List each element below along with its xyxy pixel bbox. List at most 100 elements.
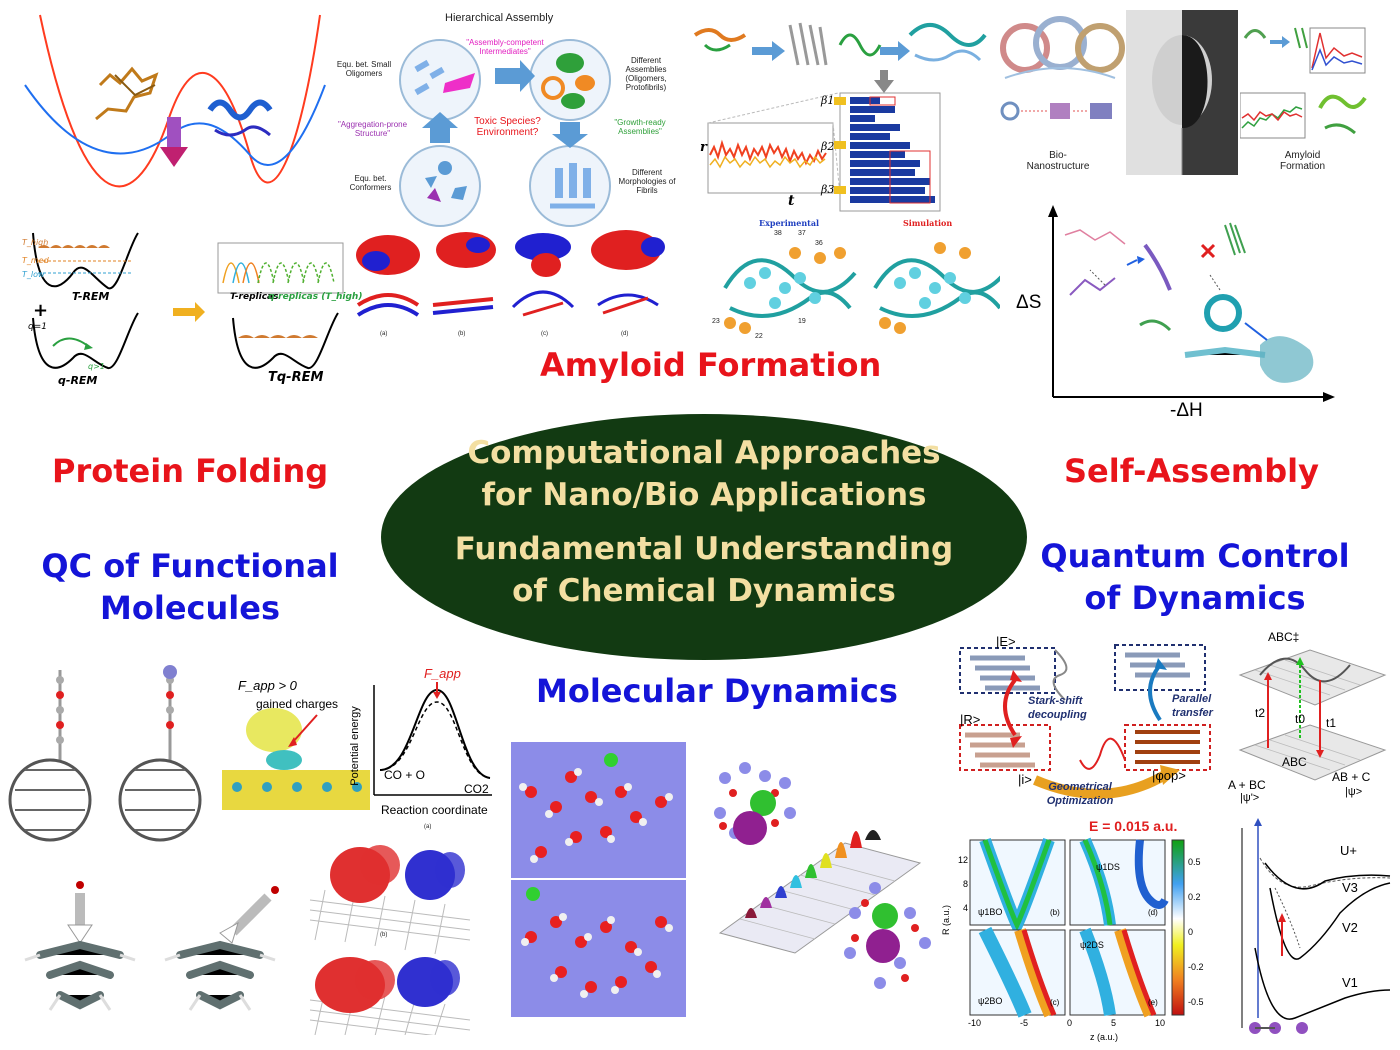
potential-curves-figure xyxy=(1241,818,1391,1034)
md-traj-r: r xyxy=(700,140,707,155)
fapp-peak-label: F_app xyxy=(424,666,461,681)
md-trajectory-figure xyxy=(693,22,987,212)
state-R: |R> xyxy=(960,712,981,727)
surface-charge-figure xyxy=(222,708,370,810)
exp-n23: 23 xyxy=(712,318,720,325)
rem-t-replicas: T-replicas xyxy=(230,292,279,302)
gained-charges-label: gained charges xyxy=(256,697,339,711)
cb-tick-3: -0.2 xyxy=(1188,962,1204,972)
pe-axis-label: Potential energy xyxy=(349,706,361,786)
hier-morphologies: Different Morphologies of Fibrils xyxy=(618,168,676,195)
stark-label: Stark-shift decoupling xyxy=(1028,695,1087,721)
ab-c-label: AB + C xyxy=(1332,770,1371,784)
rem-plus: + xyxy=(33,300,49,321)
z-tick-3: 5 xyxy=(1110,1018,1116,1028)
psi-prime-label: |ψ'> xyxy=(1240,792,1260,804)
protein-a xyxy=(356,235,420,317)
protein-d xyxy=(591,230,665,315)
t2-label: t2 xyxy=(1255,706,1266,720)
water-cluster-panels xyxy=(511,742,686,1017)
hier-toxic: Toxic Species? Environment? xyxy=(474,116,541,138)
hier-growth-ready: "Growth-ready Assemblies" xyxy=(614,118,666,136)
center-line-4: of Chemical Dynamics xyxy=(512,573,896,609)
co-label: CO + O xyxy=(384,768,426,782)
label-self-assembly: Self-Assembly xyxy=(1064,452,1319,490)
abc-top: ABC‡ xyxy=(1268,630,1300,644)
exp-n19: 19 xyxy=(798,318,806,325)
label-molecular-dynamics: Molecular Dynamics xyxy=(536,672,898,710)
md-traj-t: t xyxy=(788,193,795,209)
rem-q-rem: q-REM xyxy=(58,374,98,387)
md-traj-b2: β2 xyxy=(821,140,835,153)
hier-diagram xyxy=(399,39,611,227)
exp-n22: 22 xyxy=(755,333,763,340)
r-tick-1: 8 xyxy=(962,879,968,889)
center-ellipse: Computational Approaches for Nano/Bio Ap… xyxy=(381,414,1027,660)
u-plus-label: U+ xyxy=(1340,843,1357,858)
orbital-b-label: (b) xyxy=(380,932,388,938)
r-ticks: 12 8 4 xyxy=(952,848,968,920)
r-tick-0: 12 xyxy=(957,855,968,865)
protein-c xyxy=(511,233,575,317)
rem-q-gt1: q>1 xyxy=(88,362,105,371)
exp-n37: 37 xyxy=(798,230,806,237)
protein-panels xyxy=(356,230,665,317)
panel-c-label: (c) xyxy=(1050,998,1060,1007)
label-protein-folding: Protein Folding xyxy=(52,452,329,490)
state-phi-op: |φop> xyxy=(1152,768,1186,783)
label-amyloid-formation: Amyloid Formation xyxy=(540,346,882,384)
sim-label: Simulation xyxy=(903,218,953,228)
t0-label: t0 xyxy=(1295,712,1306,726)
v3-label: V3 xyxy=(1342,880,1358,895)
rem-t-high: T_high xyxy=(22,238,49,247)
pe-a-label: (a) xyxy=(424,824,432,830)
protein-label-c: (c) xyxy=(541,331,548,337)
psi2ds-label: ψ2DS xyxy=(1080,940,1104,950)
orbital-panels xyxy=(305,830,475,1035)
z-tick-1: -5 xyxy=(1019,1018,1028,1028)
ds-dh-plot xyxy=(1048,205,1335,402)
ds-axis-label: ΔS xyxy=(1016,292,1042,313)
panel-b-label: (b) xyxy=(1050,908,1060,917)
z-axis-label: z (a.u.) xyxy=(1090,1032,1119,1042)
r-tick-2: 4 xyxy=(962,903,968,913)
hier-assembly-competent: "Assembly-competent Intermediates" xyxy=(466,38,544,56)
cb-tick-4: -0.5 xyxy=(1188,997,1204,1007)
label-quantum-control: Quantum Control of Dynamics xyxy=(1030,535,1360,619)
panel-e-label: (e) xyxy=(1148,998,1158,1007)
protein-b xyxy=(432,232,496,315)
label-qctrl-line2: of Dynamics xyxy=(1084,579,1306,617)
cb-tick-2: 0 xyxy=(1188,927,1194,937)
geom-label: Geometrical Optimization xyxy=(1046,781,1114,807)
co2-label: CO2 xyxy=(464,782,489,796)
z-tick-2: 0 xyxy=(1066,1018,1072,1028)
amyloid-formation-mini xyxy=(1240,27,1367,139)
bio-nano-figure xyxy=(1000,16,1125,121)
rem-t-low: T_low xyxy=(22,270,45,279)
rem-figure xyxy=(32,232,344,369)
psi2bo-label: ψ2BO xyxy=(978,996,1003,1006)
hier-equ-conformers: Equ. bet. Conformers xyxy=(349,174,392,192)
center-line-1: Computational Approaches xyxy=(467,435,941,471)
cb-tick-0: 0.5 xyxy=(1188,857,1201,867)
state-i: |i> xyxy=(1018,772,1032,787)
rem-t-med: T_med xyxy=(22,256,49,265)
t1-label: t1 xyxy=(1326,716,1337,730)
face-image xyxy=(1126,10,1238,175)
dh-axis-label: -ΔH xyxy=(1170,400,1203,421)
abc-surface-figure xyxy=(1238,649,1387,781)
label-qc-line1: QC of Functional xyxy=(41,547,339,585)
wavepacket-3d-figure xyxy=(714,762,931,989)
exp-label: Experimental xyxy=(759,218,820,228)
parallel-label: Parallel transfer xyxy=(1172,693,1213,719)
amyloid-formation-mini-label: Amyloid Formation xyxy=(1279,150,1325,172)
panel-d-label: (d) xyxy=(1148,908,1158,917)
rem-q1: q=1 xyxy=(28,322,47,332)
v1-label: V1 xyxy=(1342,975,1358,990)
rc-axis-label: Reaction coordinate xyxy=(381,803,488,817)
colorbar-ticks: 0.5 0.2 0 -0.2 -0.5 xyxy=(1188,845,1204,1020)
label-qc-line2: Molecules xyxy=(100,589,280,627)
md-traj-b3: β3 xyxy=(821,183,835,196)
label-qc-functional: QC of Functional Molecules xyxy=(30,545,350,629)
contour-plots xyxy=(969,837,1185,1018)
